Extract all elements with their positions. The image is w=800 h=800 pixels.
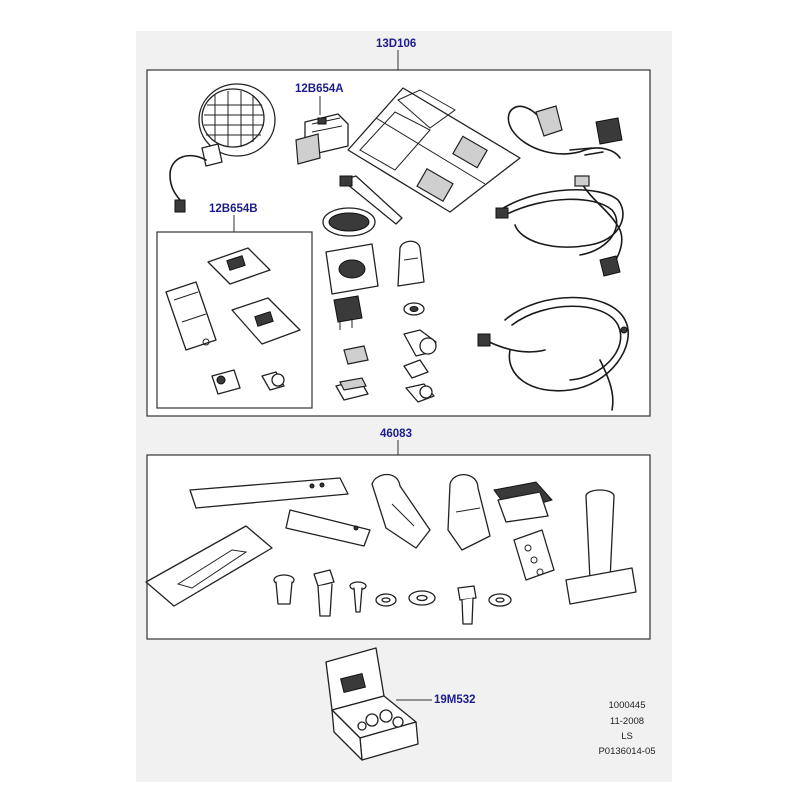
short-harness-part xyxy=(507,105,623,159)
bolt-part xyxy=(403,329,437,357)
screw-part xyxy=(403,359,429,379)
short-bolt-part xyxy=(457,585,477,625)
self-tap-screw-part xyxy=(349,581,367,613)
round-lamp-part xyxy=(169,83,276,213)
fuse-part xyxy=(343,345,369,365)
badge-part xyxy=(322,207,376,237)
template-sheet-part xyxy=(145,525,273,607)
spring-washer-part xyxy=(375,593,397,607)
main-harness-part xyxy=(495,175,624,277)
instruction-card-part xyxy=(347,87,521,213)
cable-tie-part xyxy=(339,175,403,225)
switch-part xyxy=(295,113,349,165)
callout-bezel-kit: 12B654B xyxy=(209,203,258,215)
callout-top-kit: 13D106 xyxy=(376,38,417,50)
flat-washer-part xyxy=(408,590,436,606)
mirror-cover-left-part xyxy=(371,473,431,549)
callout-bulb-kit: 19M532 xyxy=(434,694,476,706)
mounting-clip-part xyxy=(397,240,425,287)
strap-long-part xyxy=(189,477,349,509)
hex-bolt-part xyxy=(313,569,335,617)
washer-part xyxy=(403,302,425,316)
gasket-pad-part xyxy=(325,243,379,295)
flange-bolt-part xyxy=(405,383,435,403)
callout-lower-kit: 46083 xyxy=(380,428,412,440)
mirror-cover-right-part xyxy=(447,474,491,551)
drawing-date: 11-2008 xyxy=(609,716,645,727)
drawing-number: 1000445 xyxy=(608,700,646,711)
fuse-holder-part xyxy=(335,377,369,401)
clip-nut-part xyxy=(211,369,241,395)
drawing-initials: LS xyxy=(621,731,633,742)
bracket-part xyxy=(165,281,217,351)
drawing-reference: P0136014-05 xyxy=(598,746,656,757)
bezel-trim-part xyxy=(207,247,271,285)
post-mount-part xyxy=(565,489,637,605)
small-washer-part xyxy=(488,593,512,607)
backing-plate-part xyxy=(513,529,555,581)
strap-short-part xyxy=(285,509,371,547)
mount-block-part xyxy=(493,481,553,523)
bulb-kit-box-part xyxy=(325,647,419,761)
callout-switch: 12B654A xyxy=(295,83,344,95)
relay-part xyxy=(333,295,363,330)
bezel-screw-part xyxy=(261,371,285,391)
rivet-nut-part xyxy=(273,574,295,605)
bezel-panel-part xyxy=(231,297,301,345)
long-harness-part xyxy=(477,296,629,411)
